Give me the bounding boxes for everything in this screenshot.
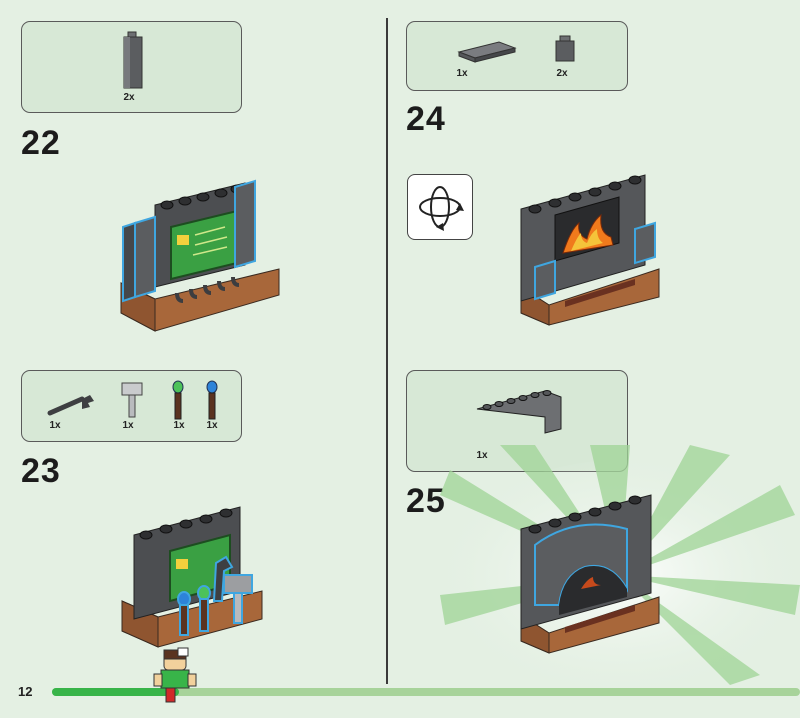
- tall-brick-icon: [120, 32, 150, 92]
- minifigure-progress-icon: [152, 648, 202, 704]
- part-qty: 1x: [122, 420, 133, 431]
- parts-callout-step-22: 2x: [21, 21, 242, 113]
- model-step-24: [515, 165, 665, 330]
- model-step-23: [118, 495, 268, 655]
- model-step-22: [115, 175, 285, 335]
- wrench-icon: [48, 393, 98, 419]
- green-torch-icon: [170, 379, 186, 423]
- arch-brick-icon: [475, 389, 565, 439]
- rotate-model-icon: [407, 174, 473, 240]
- part-qty: 2x: [123, 92, 134, 103]
- blue-torch-icon: [204, 379, 220, 423]
- rotate-arrows-icon: [408, 175, 472, 239]
- part-qty: 1x: [456, 68, 467, 79]
- brick-1x1-icon: [553, 36, 577, 66]
- part-qty: 1x: [173, 420, 184, 431]
- parts-callout-step-23: 1x 1x 1x 1x: [21, 370, 242, 442]
- hammer-icon: [120, 381, 144, 421]
- step-number-22: 22: [21, 124, 61, 163]
- page-number: 12: [18, 684, 32, 699]
- part-qty: 2x: [556, 68, 567, 79]
- step-number-23: 23: [21, 452, 61, 491]
- part-qty: 1x: [206, 420, 217, 431]
- column-divider: [386, 18, 388, 684]
- flat-tile-icon: [457, 40, 517, 62]
- step-number-24: 24: [406, 100, 446, 139]
- part-qty: 1x: [49, 420, 60, 431]
- model-step-25: [515, 485, 665, 655]
- parts-callout-step-24: 1x 2x: [406, 21, 628, 91]
